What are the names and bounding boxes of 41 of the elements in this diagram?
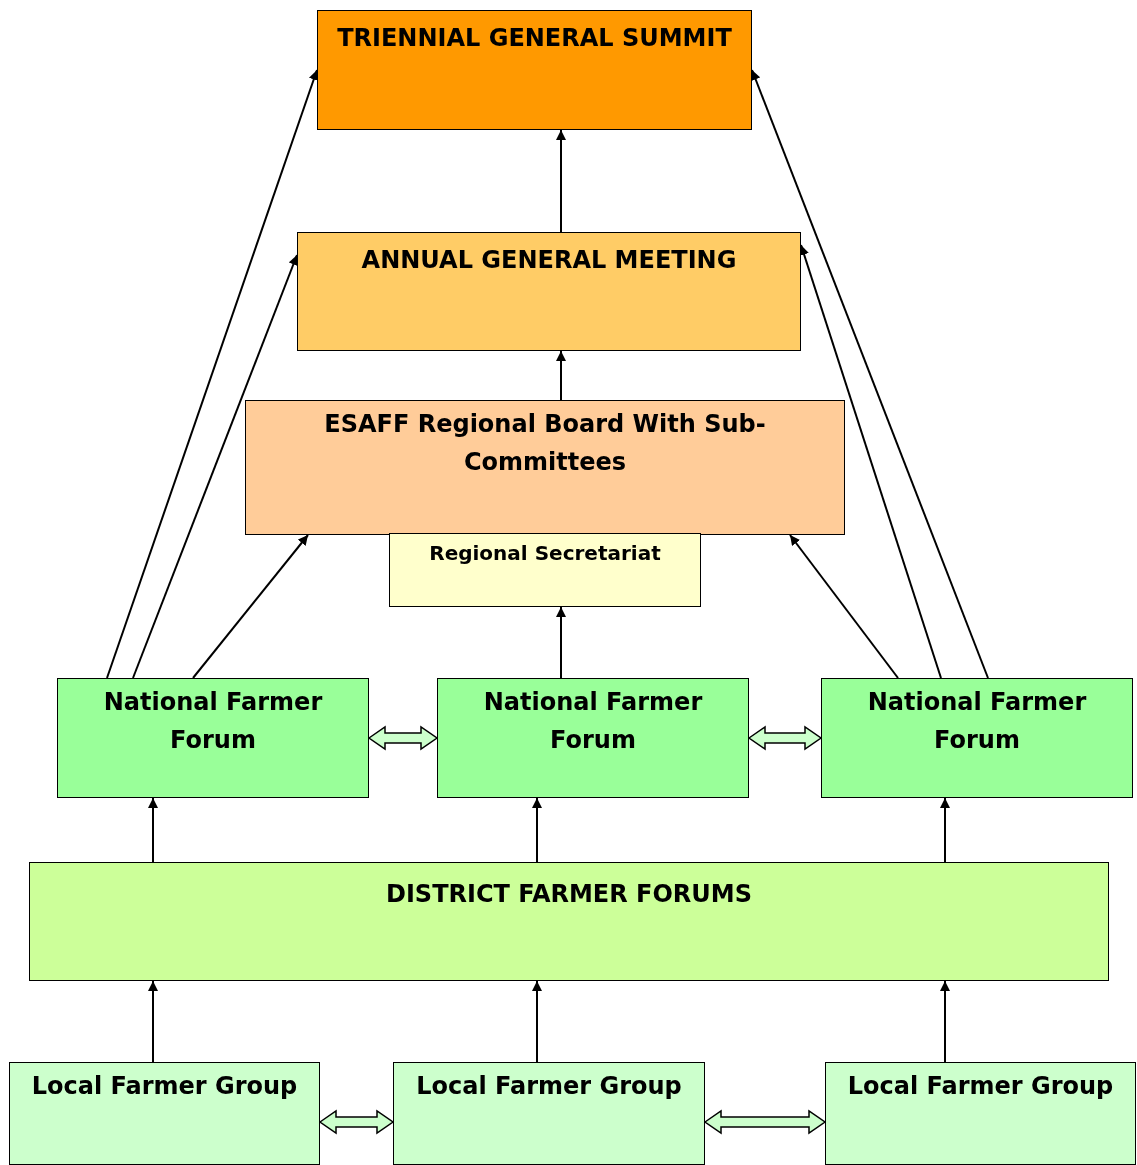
arrow [532, 797, 542, 863]
box-label: TRIENNIAL GENERAL SUMMIT [336, 23, 733, 54]
box-label: ESAFF Regional Board With Sub-Committees [323, 409, 767, 479]
process-box [821, 678, 1133, 798]
arrow [556, 129, 566, 233]
box-label: DISTRICT FARMER FORUMS [385, 879, 753, 910]
arrow [940, 980, 950, 1063]
process-box [437, 678, 749, 798]
process-box [245, 400, 845, 535]
arrow [556, 606, 566, 679]
arrow [132, 254, 299, 679]
process-box [389, 533, 701, 607]
arrow [192, 534, 309, 679]
arrow [532, 980, 542, 1063]
box-label: National Farmer Forum [866, 687, 1088, 757]
double-arrow [318, 1109, 395, 1135]
box-label: National Farmer Forum [102, 687, 324, 757]
arrow [148, 797, 158, 863]
process-box [825, 1062, 1136, 1165]
arrow [750, 69, 989, 679]
box-label: Local Farmer Group [415, 1071, 683, 1102]
box-label: ANNUAL GENERAL MEETING [360, 245, 738, 276]
arrow [148, 980, 158, 1063]
process-box [297, 232, 801, 351]
arrow [789, 534, 899, 679]
arrow [940, 797, 950, 863]
double-arrow [747, 725, 823, 751]
process-box [317, 10, 752, 130]
box-label: Local Farmer Group [846, 1071, 1115, 1102]
double-arrow [367, 725, 439, 751]
process-box [57, 678, 369, 798]
process-box [393, 1062, 705, 1165]
box-label: Local Farmer Group [30, 1071, 299, 1102]
arrow [106, 69, 319, 679]
box-label: National Farmer Forum [482, 687, 704, 757]
process-box [29, 862, 1109, 981]
arrow [799, 244, 942, 679]
double-arrow [703, 1109, 827, 1135]
process-box [9, 1062, 320, 1165]
box-label: Regional Secretariat [428, 540, 662, 567]
arrow [556, 350, 566, 401]
